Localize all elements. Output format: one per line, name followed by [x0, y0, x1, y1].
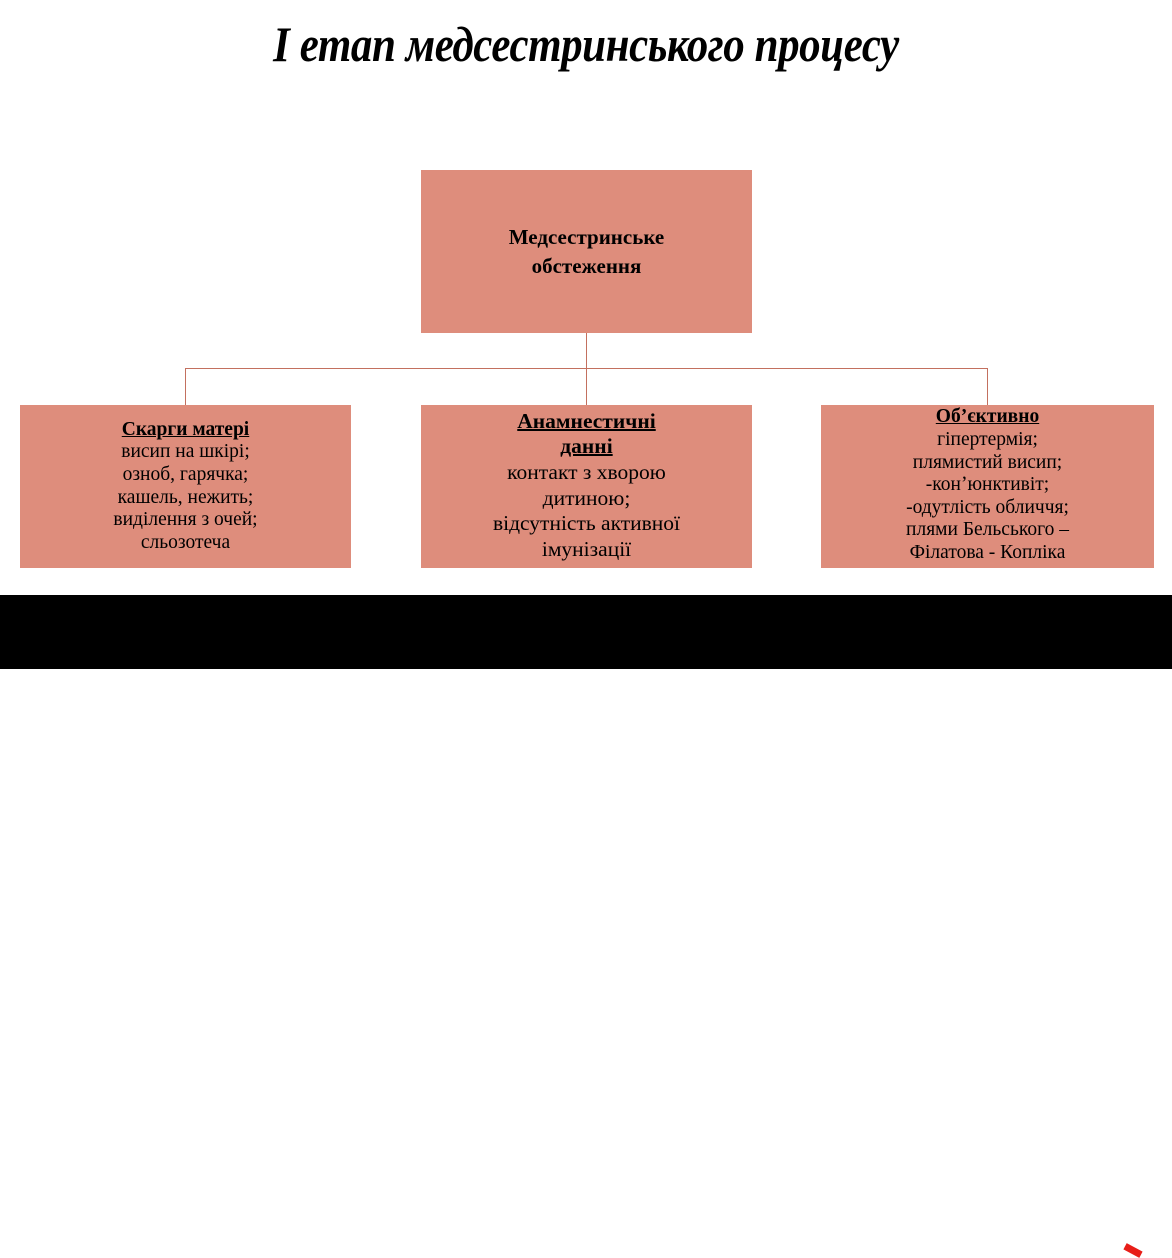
node-heading-objective: Об’єктивно: [936, 406, 1039, 429]
bottom-bar: [0, 595, 1172, 1258]
node-body-line: сльозотеча: [140, 531, 231, 553]
node-heading-anamnesis: Анамнестичні данні: [517, 409, 655, 460]
node-body-line: кашель, нежить;: [117, 486, 254, 508]
node-body-line: висип на шкірі;: [121, 441, 250, 463]
node-body-line: дитиною;: [542, 485, 631, 510]
node-body-line: -одутлість обличчя;: [906, 496, 1069, 518]
diagram-node-complaints: Скарги матері висип на шкірі; озноб, гар…: [20, 405, 351, 568]
root-label-line-2: обстеження: [531, 253, 642, 278]
node-heading-complaints: Скарги матері: [122, 419, 249, 442]
connector-drop-middle: [586, 368, 587, 405]
cursor-mark-icon: [1123, 1243, 1143, 1258]
node-body-anamnesis: контакт з хворою дитиною; відсутність ак…: [493, 460, 680, 562]
connector-root-stem: [586, 333, 587, 368]
node-body-line: імунізації: [541, 536, 632, 561]
node-body-line: виділення з очей;: [113, 509, 258, 531]
node-body-line: Філатова - Копліка: [909, 541, 1066, 563]
diagram-node-root: Медсестринське обстеження: [421, 170, 752, 333]
node-body-line: контакт з хворою: [507, 459, 666, 484]
node-body-line: плямистий висип;: [912, 451, 1063, 473]
node-body-line: відсутність активної: [492, 511, 681, 536]
connector-drop-left: [185, 368, 186, 405]
diagram-node-anamnesis: Анамнестичні данні контакт з хворою дити…: [421, 405, 752, 568]
diagram-node-objective: Об’єктивно гіпертермія; плямистий висип;…: [821, 405, 1154, 568]
node-body-line: гіпертермія;: [937, 429, 1038, 451]
node-body-complaints: висип на шкірі; озноб, гарячка; кашель, …: [113, 441, 257, 554]
slide-canvas: І етап медсестринського процесу Медсестр…: [0, 16, 1172, 1258]
node-heading-line-1: Скарги матері: [121, 418, 250, 440]
node-body-objective: гіпертермія; плямистий висип; -конʼюнкти…: [906, 429, 1069, 565]
node-heading-line-2: данні: [560, 434, 613, 459]
node-body-line: -конʼюнктивіт;: [925, 474, 1050, 496]
page-title: І етап медсестринського процесу: [273, 16, 899, 72]
node-body-line: озноб, гарячка;: [122, 463, 249, 485]
node-heading-line-1: Об’єктивно: [935, 406, 1040, 428]
node-body-line: плями Бельського –: [906, 519, 1069, 541]
connector-drop-right: [987, 368, 988, 405]
root-label-line-1: Медсестринське: [508, 224, 665, 249]
node-heading-line-1: Анамнестичні: [517, 408, 656, 433]
